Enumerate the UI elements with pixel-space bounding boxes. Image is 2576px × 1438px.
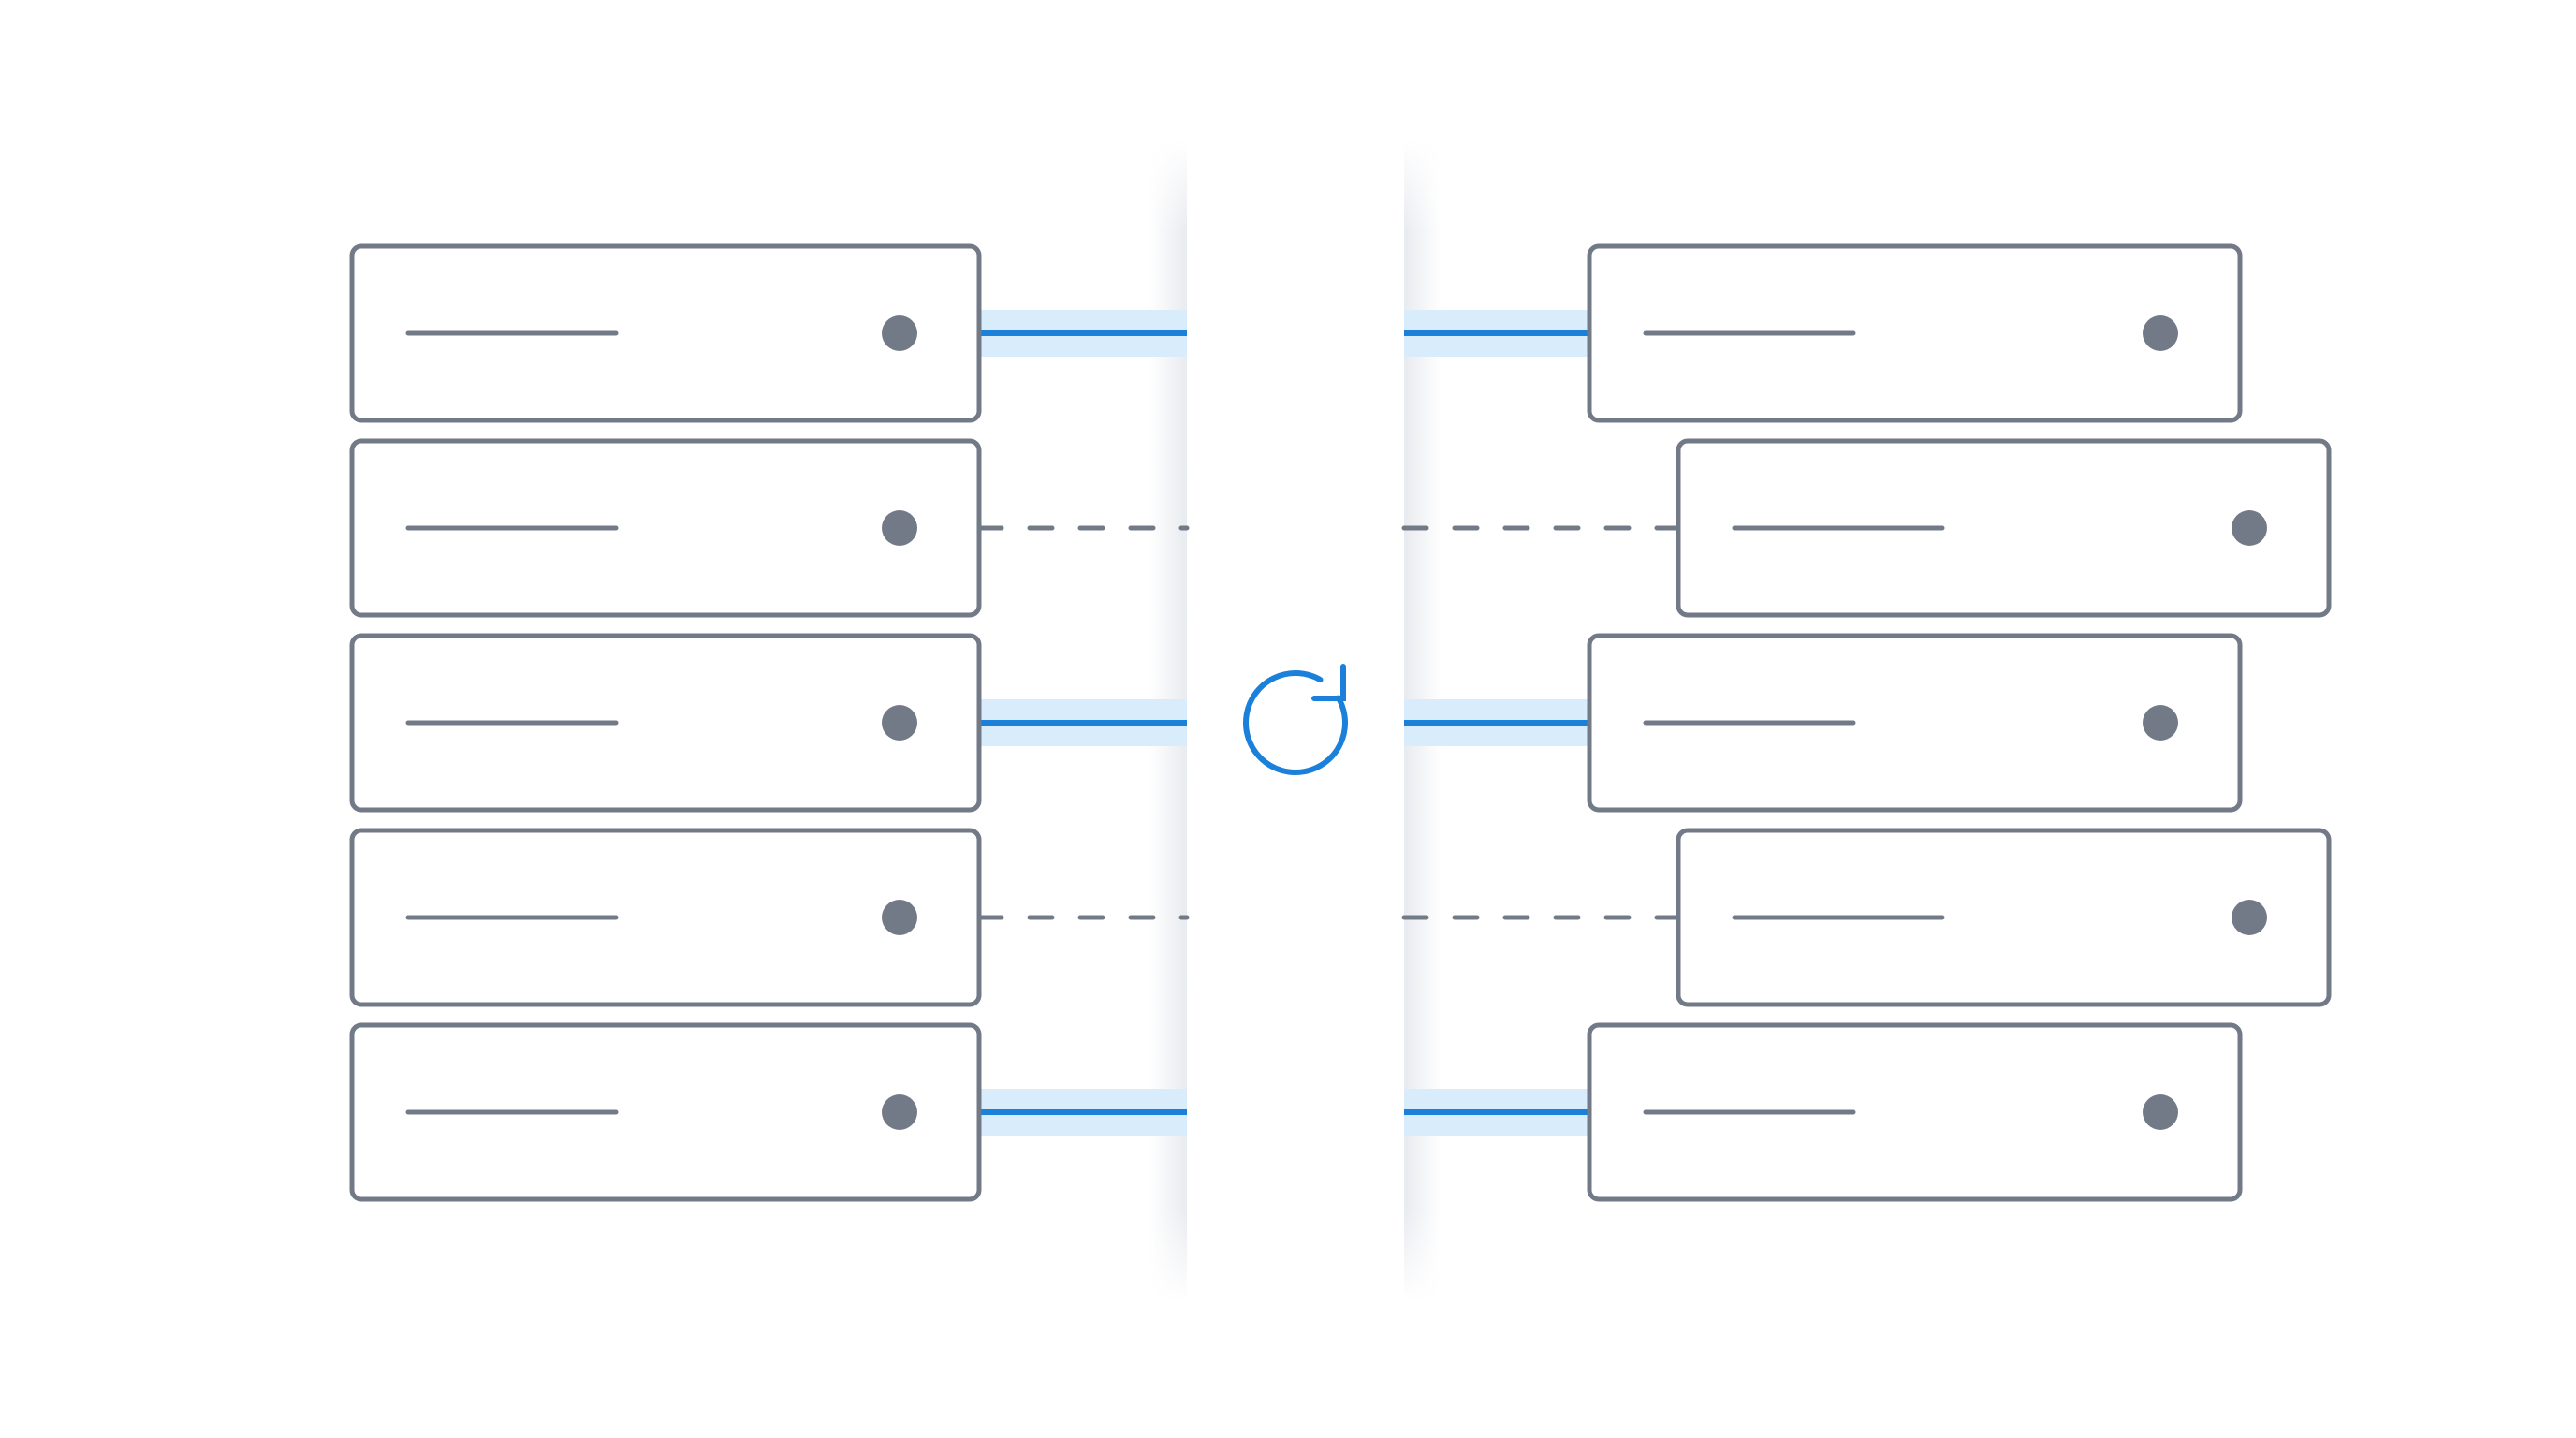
sync-icon-arrowhead [1311,664,1346,701]
right-record-box [1676,828,2332,1007]
right-record-4 [1676,828,2332,1007]
right-record-status-dot [2143,315,2178,351]
left-record-status-dot [882,510,917,546]
left-record-1 [349,243,982,423]
left-record-status-dot [882,315,917,351]
right-link-1 [1404,310,1589,357]
sync-refresh-icon [1243,664,1348,775]
right-link-3 [1404,699,1589,746]
right-record-status-dot [2232,510,2267,546]
right-record-box [1676,438,2332,618]
right-record-box [1587,633,2243,813]
left-link-3 [979,699,1187,746]
left-link-1 [979,310,1187,357]
right-record-box [1587,243,2243,423]
right-record-status-dot [2143,705,2178,741]
left-record-2 [349,438,982,618]
left-record-box [349,633,982,813]
right-record-1 [1587,243,2243,423]
left-record-box [349,1022,982,1202]
right-record-status-dot [2232,900,2267,935]
right-record-3 [1587,633,2243,813]
right-record-5 [1587,1022,2243,1202]
left-record-5 [349,1022,982,1202]
right-link-5 [1404,1089,1589,1136]
left-record-3 [349,633,982,813]
left-record-box [349,828,982,1007]
left-link-5 [979,1089,1187,1136]
left-record-box [349,243,982,423]
right-record-2 [1676,438,2332,618]
left-record-status-dot [882,900,917,935]
sync-icon-arc [1243,670,1348,775]
right-record-box [1587,1022,2243,1202]
left-record-4 [349,828,982,1007]
right-record-status-dot [2143,1094,2178,1130]
left-record-box [349,438,982,618]
left-record-status-dot [882,1094,917,1130]
left-record-status-dot [882,705,917,741]
divider-band [1187,140,1404,1301]
